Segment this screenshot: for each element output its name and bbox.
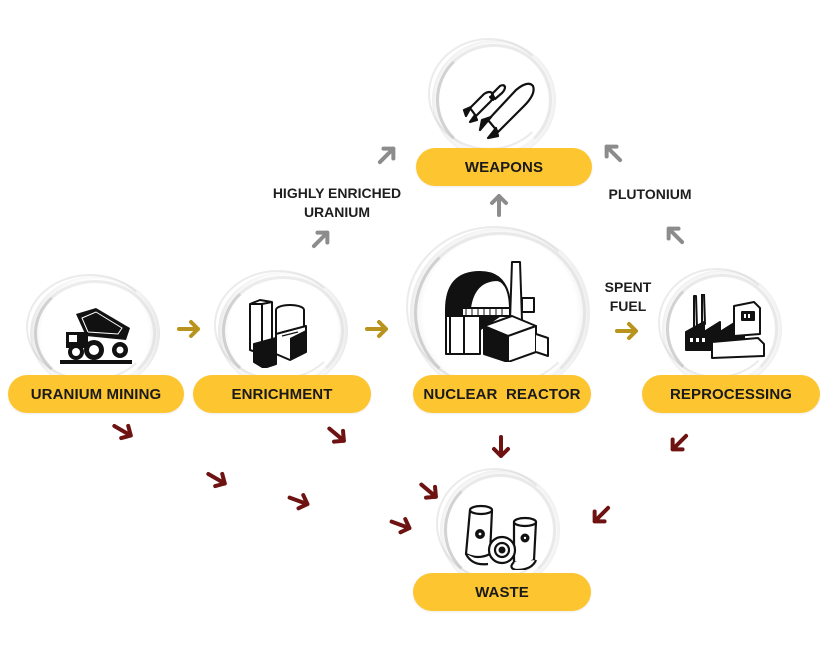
uranium-mining-node[interactable]: URANIUM MINING xyxy=(8,375,184,413)
enrichment-to-heu-arrow xyxy=(306,224,336,254)
nuclear-reactor-label: NUCLEAR REACTOR xyxy=(423,385,581,403)
reprocessing-to-waste-arrow xyxy=(664,428,694,458)
waste-label: WASTE xyxy=(475,583,529,601)
plutonium-label: PLUTONIUM xyxy=(608,186,692,202)
reprocessing-label: REPROCESSING xyxy=(669,385,793,403)
reactor-to-waste-arrow xyxy=(486,432,516,462)
nuclear-reactor-node[interactable]: NUCLEAR REACTOR xyxy=(413,375,591,413)
mining-to-waste-arrow-3 xyxy=(284,486,314,516)
reactor-to-weapons-arrow xyxy=(484,190,514,220)
bombs-icon xyxy=(458,72,538,142)
uranium-mining-label: URANIUM MINING xyxy=(30,385,162,403)
waste-barrels-icon xyxy=(462,504,544,570)
spent-fuel-line2: FUEL xyxy=(609,298,647,314)
factory-icon xyxy=(684,294,766,360)
heu-to-weapons-arrow xyxy=(372,140,402,170)
mining-truck-icon xyxy=(56,306,134,364)
reprocessing-to-plutonium-arrow xyxy=(660,220,690,250)
heu-edge-label: HIGHLY ENRICHED URANIUM xyxy=(262,184,412,222)
reactor-icon xyxy=(440,258,550,362)
mining-to-waste-arrow-2 xyxy=(202,464,232,494)
weapons-node[interactable]: WEAPONS xyxy=(416,148,592,186)
plutonium-to-weapons-arrow xyxy=(598,138,628,168)
enrichment-label: ENRICHMENT xyxy=(231,385,333,403)
heu-label-line1: HIGHLY ENRICHED xyxy=(272,185,402,201)
weapons-backdrop xyxy=(428,38,556,160)
weapons-label: WEAPONS xyxy=(464,158,544,176)
mining-to-waste-arrow xyxy=(108,416,138,446)
waste-node[interactable]: WASTE xyxy=(413,573,591,611)
reactor-to-reprocessing-arrow xyxy=(612,316,642,346)
enrichment-to-waste-arrow xyxy=(322,420,352,450)
enrichment-to-waste-arrow-2 xyxy=(414,476,444,506)
enrichment-plant-icon xyxy=(246,298,310,368)
spent-fuel-line1: SPENT xyxy=(604,279,652,295)
reprocessing-node[interactable]: REPROCESSING xyxy=(642,375,820,413)
reprocessing-to-waste-arrow-2 xyxy=(586,500,616,530)
plutonium-edge-label: PLUTONIUM xyxy=(600,185,700,204)
mining-to-enrichment-arrow xyxy=(174,314,204,344)
spent-fuel-edge-label: SPENT FUEL xyxy=(600,278,656,316)
heu-label-line2: URANIUM xyxy=(303,204,371,220)
enrichment-to-reactor-arrow xyxy=(362,314,392,344)
enrichment-node[interactable]: ENRICHMENT xyxy=(193,375,371,413)
mining-to-waste-arrow-4 xyxy=(386,510,416,540)
